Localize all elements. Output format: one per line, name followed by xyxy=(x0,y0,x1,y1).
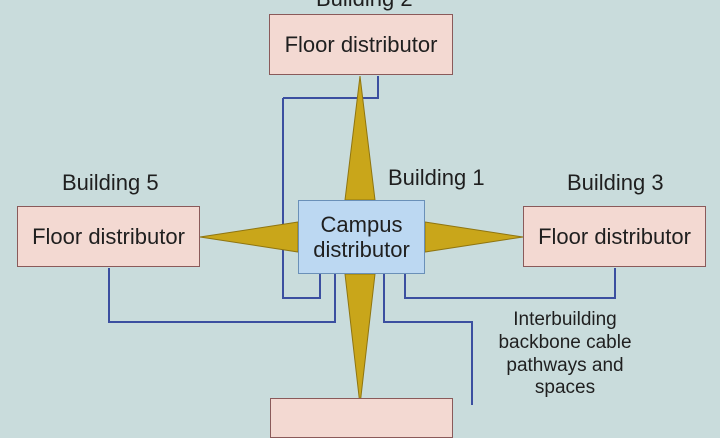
building-1-label: Building 1 xyxy=(388,165,485,190)
topology-diagram xyxy=(108,75,616,405)
floor-distributor-left-text: Floor distributor xyxy=(32,223,185,249)
pathway-bottom xyxy=(383,274,473,405)
building-3-label: Building 3 xyxy=(567,170,664,195)
campus-distributor-text: Campus distributor xyxy=(313,211,410,262)
floor-distributor-bottom xyxy=(270,398,453,438)
pathway-top-right xyxy=(283,76,379,99)
floor-distributor-top: Floor distributor xyxy=(269,14,453,75)
pathway-left xyxy=(108,268,336,323)
interbuilding-note: Interbuilding backbone cable pathways an… xyxy=(498,309,632,399)
floor-distributor-left: Floor distributor xyxy=(17,206,200,267)
backbone-star xyxy=(199,75,524,405)
backbone-left xyxy=(199,221,299,253)
backbone-down xyxy=(344,273,376,405)
floor-distributor-right-text: Floor distributor xyxy=(538,223,691,249)
pathway-right xyxy=(404,268,616,299)
floor-distributor-right: Floor distributor xyxy=(523,206,706,267)
cable-pathways xyxy=(108,76,616,405)
campus-distributor: Campus distributor xyxy=(298,200,425,274)
backbone-up xyxy=(344,75,376,201)
building-5-label: Building 5 xyxy=(62,170,159,195)
building-2-label: Building 2 xyxy=(316,0,413,12)
pathway-top-left xyxy=(282,98,321,299)
backbone-right xyxy=(424,221,524,253)
floor-distributor-top-text: Floor distributor xyxy=(284,31,438,57)
